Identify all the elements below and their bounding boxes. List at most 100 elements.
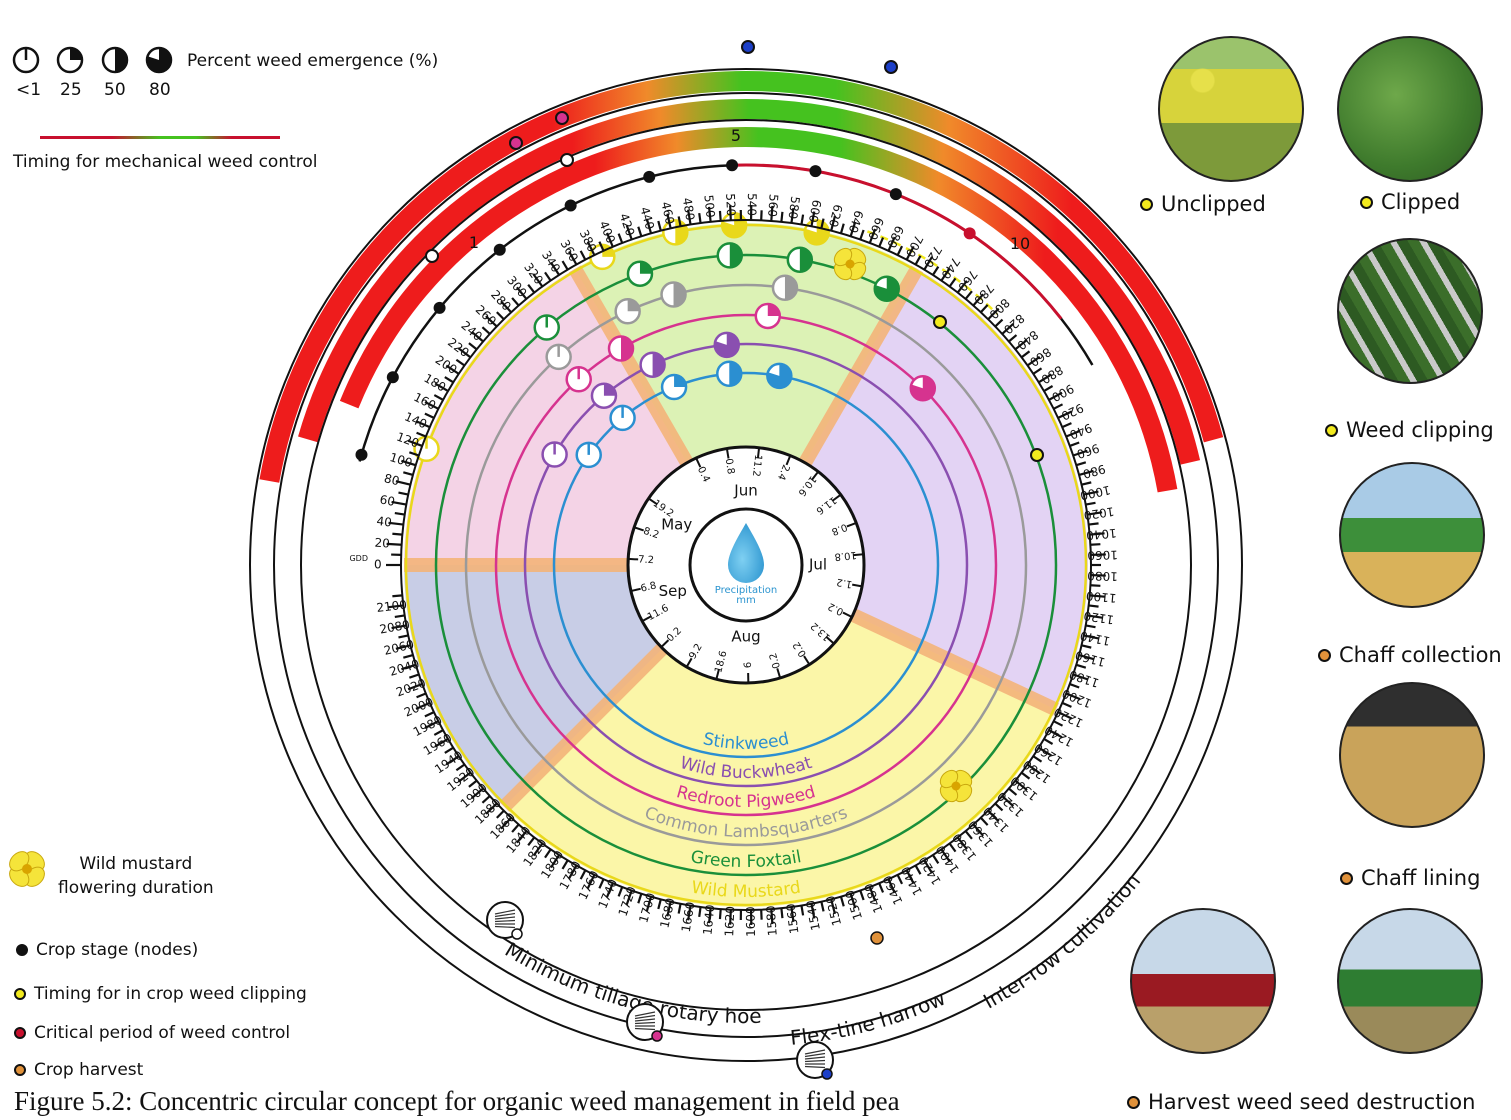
emergence-legend-pie	[101, 46, 129, 74]
precip-value: 18.6	[713, 650, 729, 674]
gdd-tick	[645, 218, 653, 234]
gdd-tick	[424, 401, 439, 410]
gdd-tick	[511, 823, 520, 833]
gdd-tick	[445, 364, 460, 375]
gdd-tick-label: 1100	[1085, 589, 1117, 606]
gdd-tick	[394, 511, 405, 516]
mechanical-timing-band	[298, 99, 1201, 465]
gdd-tick-label: 1040	[1086, 526, 1118, 543]
emergence-legend-title: Percent weed emergence (%)	[187, 51, 439, 71]
gdd-tick	[972, 823, 985, 837]
gdd-tick	[980, 816, 989, 826]
red-combine-photo	[1130, 908, 1276, 1054]
gdd-tick	[859, 890, 865, 901]
gdd-tick-label: 560	[765, 194, 781, 218]
gdd-tick	[1048, 391, 1063, 401]
gdd-tick	[931, 266, 940, 276]
weed-ring	[523, 342, 969, 788]
wild-mustard-flower-icon	[833, 247, 867, 281]
gdd-tick	[729, 909, 732, 925]
gdd-tick	[972, 293, 985, 307]
precip-tick	[846, 521, 857, 528]
gdd-tick-label: 840	[1014, 327, 1041, 352]
gdd-tick	[392, 532, 403, 536]
gdd-tick	[687, 905, 692, 921]
gdd-tick	[849, 893, 857, 909]
gdd-tick	[1061, 701, 1072, 708]
gdd-tick	[568, 864, 578, 880]
gdd-tick	[914, 864, 922, 875]
gdd-tick	[994, 802, 1004, 812]
harvest-dot	[1318, 648, 1331, 662]
precip-value: 1.2	[836, 576, 854, 590]
precip-tick	[647, 497, 658, 505]
gdd-tick	[424, 711, 435, 718]
gdd-tick-label: 2080	[378, 617, 411, 636]
gdd-tick	[471, 787, 484, 800]
gdd-tick	[398, 491, 409, 496]
gdd-tick-label: 1620	[722, 906, 737, 937]
gdd-tick	[471, 330, 484, 343]
gdd-tick	[1083, 490, 1099, 496]
gdd-tick	[401, 663, 417, 671]
gdd-tick	[391, 500, 407, 506]
combine-chaff-photo	[1339, 462, 1485, 608]
gdd-tick	[415, 701, 431, 710]
gdd-tick	[1085, 501, 1096, 506]
gdd-tick-label: 1640	[700, 904, 717, 936]
gdd-tick	[1014, 779, 1028, 791]
gdd-tick	[1078, 654, 1094, 661]
gdd-tick	[500, 816, 512, 830]
gdd-tick	[579, 869, 587, 880]
precip-tick	[785, 455, 792, 466]
gdd-tick	[1043, 738, 1054, 745]
gdd-tick	[780, 211, 784, 222]
gdd-tick	[579, 250, 587, 261]
gdd-tick	[1075, 663, 1087, 669]
gdd-tick	[1089, 532, 1105, 536]
gdd-tick	[527, 284, 536, 294]
gdd-tick	[617, 233, 624, 244]
clipping-timing-dot	[1030, 448, 1044, 462]
month-label: Sep	[659, 582, 687, 600]
precip-value: 7.2	[638, 554, 654, 566]
gdd-tick	[433, 729, 444, 736]
gdd-tick	[468, 779, 478, 788]
gdd-tick	[657, 899, 662, 910]
emergence-label-25: 25	[60, 80, 82, 100]
chaff-line-photo	[1339, 682, 1485, 828]
gdd-tick	[532, 842, 544, 857]
timing-marker-dot	[555, 111, 569, 125]
sector-may	[404, 268, 701, 565]
gdd-tick-label: 1120	[1083, 609, 1115, 627]
gdd-tick-label: 1020	[1083, 504, 1115, 522]
emergence-pie	[766, 362, 793, 390]
tool-label: Inter-row cultivation	[979, 869, 1145, 1014]
canola-field-photo	[1158, 36, 1304, 182]
gdd-tick	[868, 228, 877, 244]
gdd-tick	[1072, 449, 1088, 457]
critical-dot	[14, 1027, 26, 1039]
tool-ring	[300, 119, 1192, 1011]
precip-tick	[832, 493, 842, 502]
precip-tick	[803, 655, 811, 666]
gdd-tick-label: 160	[411, 390, 438, 413]
green-combine-photo	[1337, 908, 1483, 1054]
emergence-pie	[720, 211, 748, 239]
weed-ring	[434, 253, 1058, 877]
emergence-legend	[12, 46, 280, 139]
gdd-tick-label: 0	[374, 558, 382, 572]
gdd-tick	[415, 420, 431, 429]
gdd-tick	[956, 280, 968, 294]
gdd-tick	[598, 878, 605, 889]
gdd-tick	[666, 901, 672, 917]
gdd-tick	[770, 908, 774, 925]
month-label: Jun	[733, 482, 757, 500]
gdd-tick	[550, 854, 561, 869]
gdd-tick-label: 1140	[1079, 628, 1112, 648]
gdd-tick	[1090, 543, 1101, 546]
gdd-tick	[496, 809, 505, 819]
gdd-tick	[1088, 604, 1099, 608]
gdd-tick-label: 1600	[744, 906, 758, 937]
gdd-tick-label: 1080	[1087, 569, 1118, 584]
